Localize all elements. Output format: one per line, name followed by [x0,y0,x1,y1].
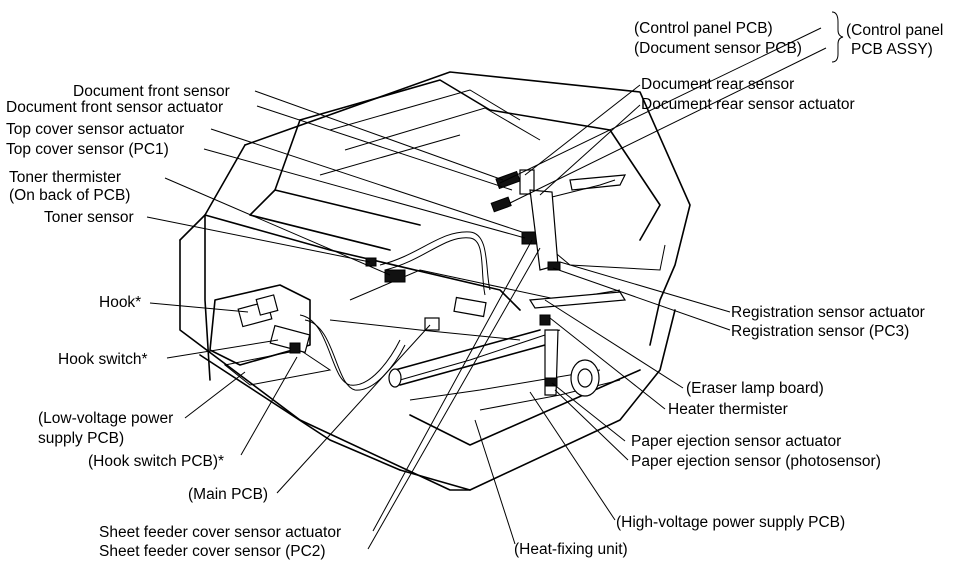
label-document-rear-sensor-actuator: Document rear sensor actuator [641,96,855,113]
label-toner-sensor: Toner sensor [44,209,134,226]
label-hook-switch-pcb: (Hook switch PCB)* [88,453,224,470]
label-registration-sensor-actuator: Registration sensor actuator [731,304,925,321]
label-control-panel-assy-line2: PCB ASSY) [851,41,933,58]
label-heater-thermister: Heater thermister [668,401,788,418]
machine-outline [179,71,691,491]
label-low-voltage-line2: supply PCB) [38,430,124,447]
component-markers [237,169,561,396]
label-top-cover-sensor-actuator: Top cover sensor actuator [6,121,184,138]
labels: (Control panel PCB) (Document sensor PCB… [6,20,943,560]
label-control-panel-pcb: (Control panel PCB) [634,20,773,37]
label-toner-thermister-line2: (On back of PCB) [9,187,130,204]
label-toner-thermister-line1: Toner thermister [9,169,121,186]
label-low-voltage-line1: (Low-voltage power [38,410,173,427]
label-document-sensor-pcb: (Document sensor PCB) [634,40,802,57]
label-registration-sensor: Registration sensor (PC3) [731,323,909,340]
label-paper-ejection-sensor-actuator: Paper ejection sensor actuator [631,433,841,450]
label-eraser-lamp-board: (Eraser lamp board) [686,380,824,397]
label-document-front-sensor-actuator: Document front sensor actuator [6,99,223,116]
label-heat-fixing-unit: (Heat-fixing unit) [514,541,628,558]
label-document-rear-sensor: Document rear sensor [641,76,794,93]
leader-lines [146,11,844,550]
label-top-cover-sensor: Top cover sensor (PC1) [6,141,169,158]
label-sheet-feeder-cover-sensor-actuator: Sheet feeder cover sensor actuator [99,524,341,541]
label-control-panel-assy-line1: (Control panel [846,22,943,39]
label-hook-switch: Hook switch* [58,351,148,368]
label-document-front-sensor: Document front sensor [73,83,230,100]
label-paper-ejection-sensor: Paper ejection sensor (photosensor) [631,453,881,470]
label-hook: Hook* [99,294,141,311]
label-main-pcb: (Main PCB) [188,486,268,503]
label-high-voltage-power-supply-pcb: (High-voltage power supply PCB) [616,514,845,531]
label-sheet-feeder-cover-sensor: Sheet feeder cover sensor (PC2) [99,543,326,560]
